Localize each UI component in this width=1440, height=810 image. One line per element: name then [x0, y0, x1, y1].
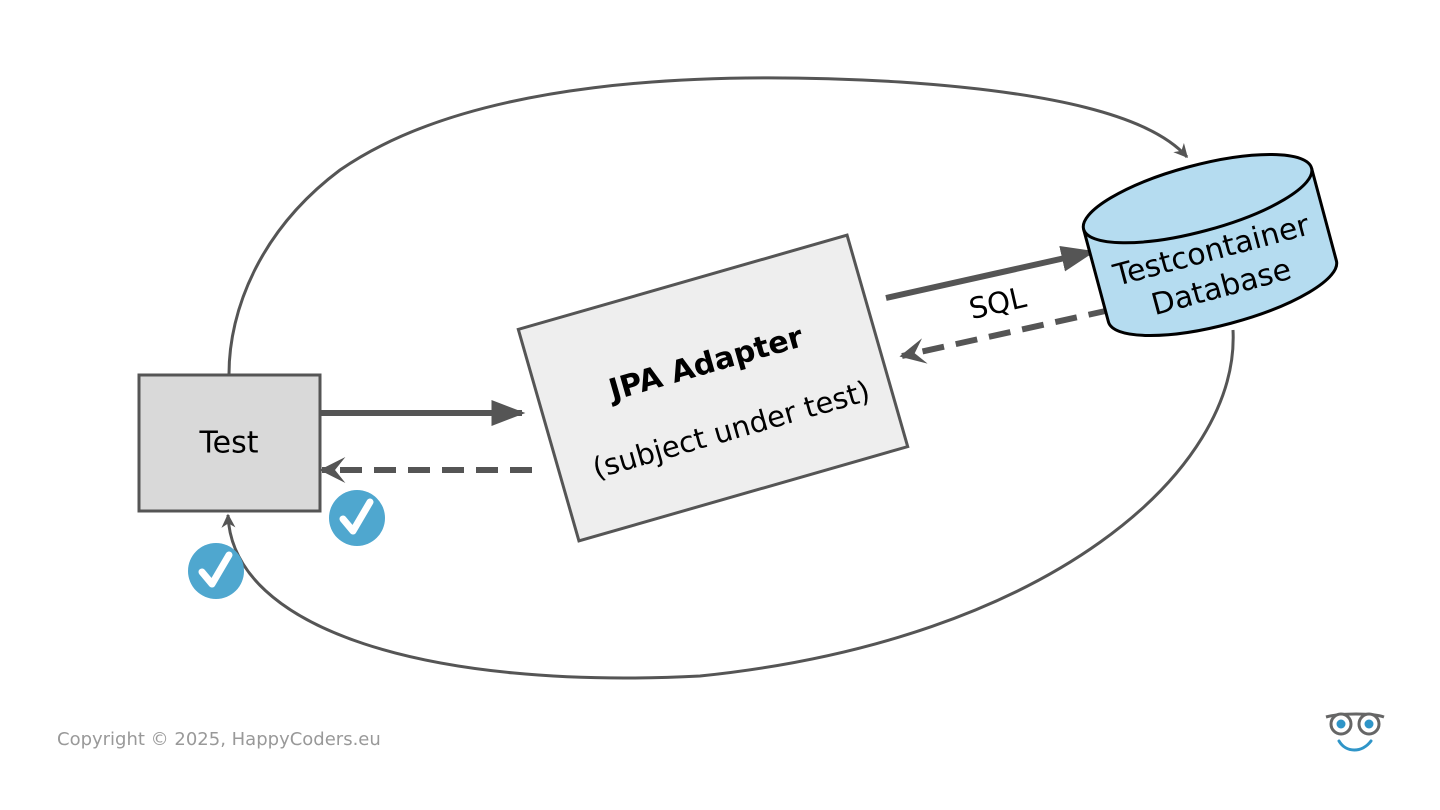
loop-arrow-database-to-test — [221, 329, 1235, 680]
database-cylinder: Testcontainer Database — [1081, 152, 1339, 337]
check-circle-icon — [329, 490, 385, 546]
sql-return-arrow — [899, 307, 1111, 364]
jpa-adapter-box: JPA Adapter (subject under test) — [516, 233, 910, 543]
copyright-text: Copyright © 2025, HappyCoders.eu — [57, 729, 381, 750]
loop-arrow-test-to-database — [227, 76, 1189, 375]
glasses-smile-logo-icon — [1325, 712, 1385, 752]
check-circle-icon — [188, 543, 244, 599]
sql-call-arrow — [885, 245, 1096, 301]
sql-label: SQL — [966, 280, 1030, 326]
test-label: Test — [198, 426, 258, 461]
test-box — [137, 373, 322, 513]
